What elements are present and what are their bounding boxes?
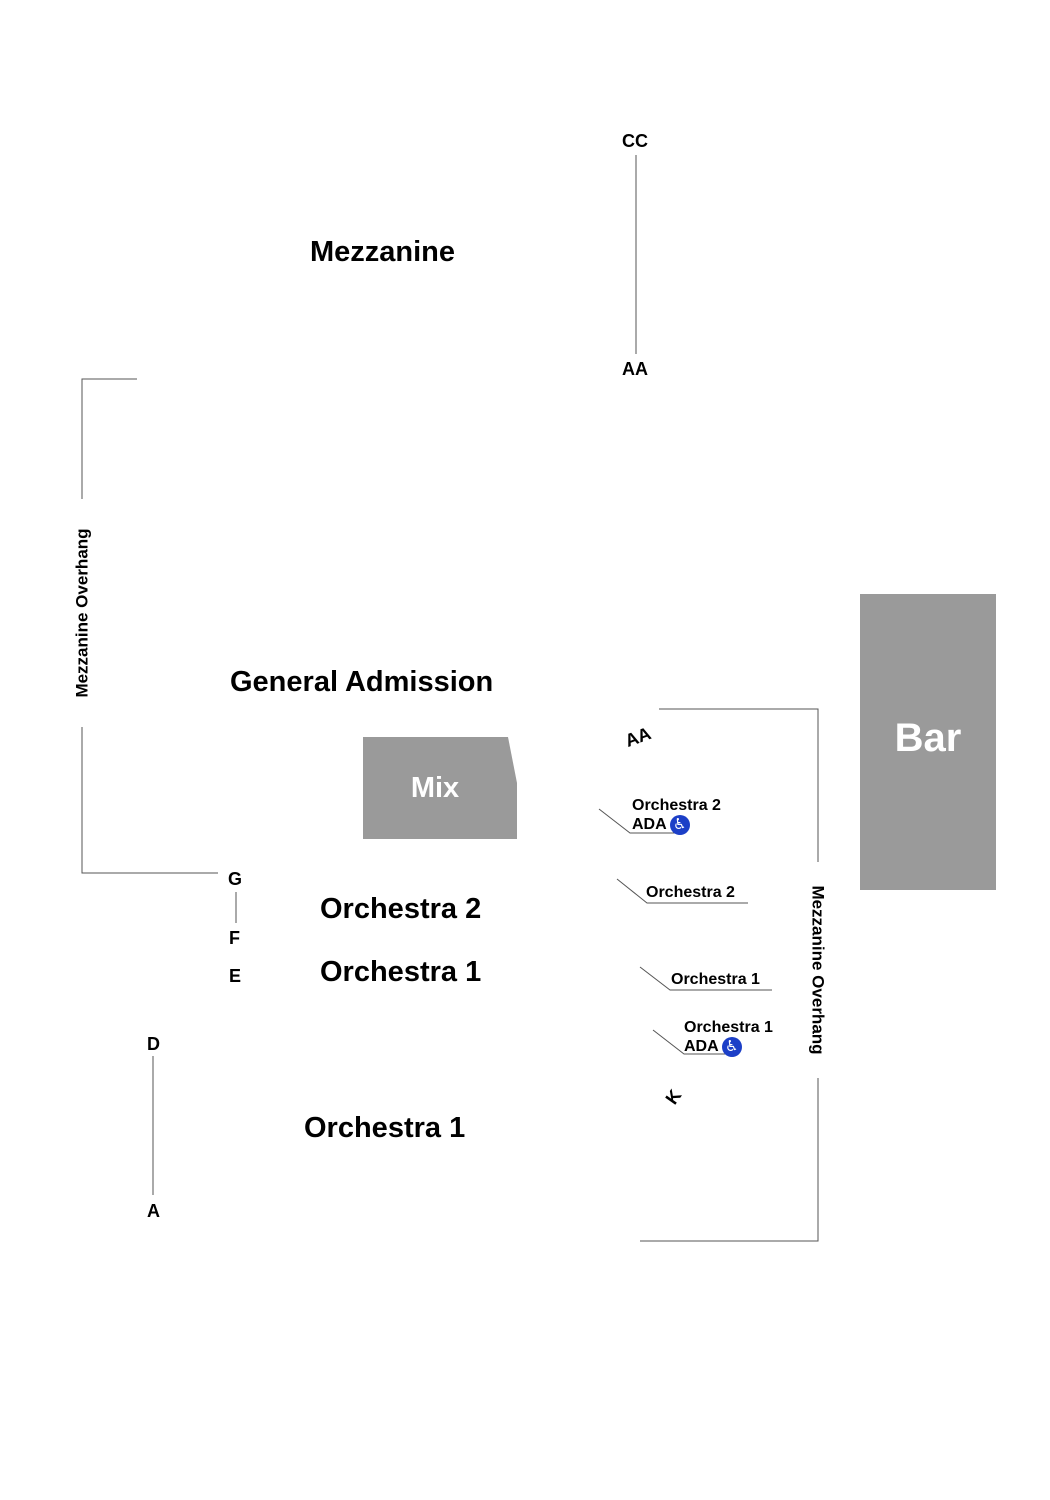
row-label-f: F (229, 928, 240, 948)
right-overhang-top-line (659, 708, 819, 862)
orch2-ada-row: ADA♿ (632, 815, 721, 835)
row-label-aa-mezzanine: AA (622, 359, 648, 379)
row-label-g: G (228, 869, 243, 889)
orch2-ada-name: Orchestra 2 (632, 797, 721, 814)
side-section-orchestra-2-ada[interactable]: Orchestra 2 ADA♿ (632, 797, 721, 835)
mix-label: Mix (410, 771, 460, 804)
orch1-ada-row: ADA♿ (684, 1037, 773, 1057)
left-overhang-bottom-line (81, 727, 218, 874)
section-orchestra-1-lower[interactable]: Orchestra 1 (304, 1112, 466, 1144)
row-label-d: D (147, 1034, 160, 1054)
row-label-e: E (229, 966, 242, 986)
orch1-leader (639, 966, 772, 991)
orch2-ada-leader (598, 808, 675, 834)
section-orchestra-2[interactable]: Orchestra 2 (320, 893, 482, 925)
row-label-a: A (147, 1201, 160, 1221)
orch2-ada-label: ADA (632, 816, 667, 834)
left-mezzanine-overhang-label: Mezzanine Overhang (72, 528, 92, 698)
right-overhang-bottom-line (640, 1078, 819, 1242)
orch1-ada-name: Orchestra 1 (684, 1019, 773, 1036)
orch2-leader (616, 878, 748, 904)
bar-block: Bar (860, 594, 996, 890)
section-general-admission[interactable]: General Admission (230, 666, 494, 698)
mix-position-block: Mix (363, 737, 517, 839)
wheelchair-icon: ♿ (669, 815, 690, 835)
right-mezzanine-overhang-label: Mezzanine Overhang (808, 885, 828, 1055)
side-section-orchestra-1[interactable]: Orchestra 1 (671, 971, 760, 988)
orch1-ada-label: ADA (684, 1038, 719, 1056)
row-label-cc: CC (622, 131, 648, 151)
side-section-orchestra-2[interactable]: Orchestra 2 (646, 884, 735, 901)
section-orchestra-1-upper[interactable]: Orchestra 1 (320, 956, 482, 988)
side-section-orchestra-1-ada[interactable]: Orchestra 1 ADA♿ (684, 1019, 773, 1057)
bar-label: Bar (894, 715, 962, 760)
wheelchair-icon: ♿ (721, 1037, 742, 1057)
left-overhang-top-line (81, 378, 137, 499)
orch1-ada-leader (652, 1029, 728, 1055)
section-mezzanine[interactable]: Mezzanine (310, 236, 456, 268)
